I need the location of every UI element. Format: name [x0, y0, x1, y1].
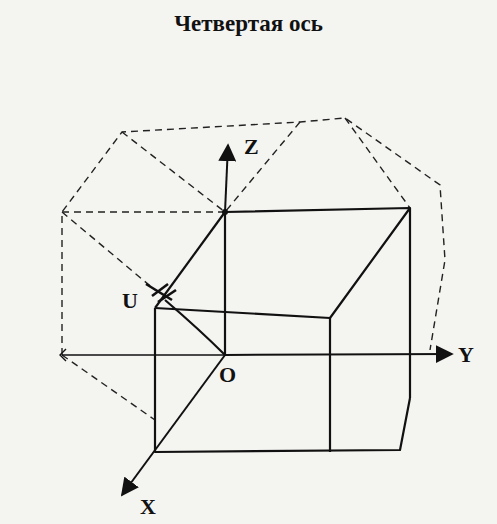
axis-label: O — [219, 364, 236, 386]
axis-label: X — [140, 496, 156, 518]
axis-label: Y — [458, 344, 474, 366]
diagram-title: Четвертая ось — [0, 12, 497, 35]
axes — [60, 145, 452, 495]
cube — [155, 208, 410, 452]
vertex-dot — [222, 209, 228, 215]
dashed-envelope — [62, 118, 445, 420]
axis-label: Z — [244, 136, 259, 158]
rotation-mark — [146, 284, 176, 302]
axis-label: U — [122, 290, 138, 312]
